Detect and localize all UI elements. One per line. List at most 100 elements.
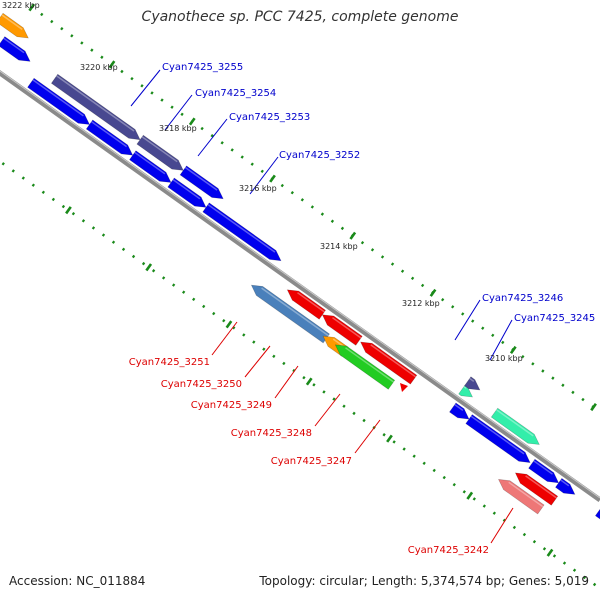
tick-dot	[330, 219, 335, 223]
cds-3242[interactable]	[497, 479, 545, 515]
cds-3246-highlight	[463, 385, 467, 389]
cds-3248[interactable]	[286, 289, 326, 320]
major-tick	[349, 231, 357, 240]
tick-dot	[582, 575, 587, 580]
tick-labels: 3222 kbp 3220 kbp 3218 kbp 3216 kbp 3214…	[2, 1, 523, 363]
tick-dot	[192, 297, 196, 301]
tick-dot	[472, 497, 476, 501]
tick-dot	[310, 205, 315, 209]
tick-dot	[262, 347, 266, 351]
tick-dot	[382, 433, 386, 437]
tick-dot	[200, 126, 204, 131]
cds-3244b[interactable]	[465, 414, 531, 463]
tick-dot	[392, 440, 396, 444]
major-tick	[269, 174, 276, 183]
tick-dot	[501, 340, 505, 345]
tick-dot	[292, 368, 296, 373]
cds-3252[interactable]	[202, 202, 282, 262]
cds-3256c[interactable]	[129, 150, 172, 183]
cds-3248b[interactable]	[321, 314, 363, 346]
tick-dot	[141, 261, 146, 266]
genome-backbone	[0, 70, 600, 503]
major-tick	[386, 434, 393, 443]
major-ticks-outer	[28, 3, 597, 412]
cds-3254[interactable]	[136, 134, 184, 171]
major-tick	[305, 377, 313, 386]
tick-dot	[21, 176, 25, 180]
tick-dot	[80, 41, 84, 45]
tick-dot	[81, 219, 86, 223]
tick-dot	[100, 55, 104, 59]
cds-3246b[interactable]	[464, 376, 481, 391]
tick-dot	[522, 532, 527, 537]
tick-dot	[131, 254, 136, 259]
gene-label-3249[interactable]: Cyan7425_3249	[191, 400, 272, 411]
tick-dot	[130, 76, 134, 81]
cds-right-blue[interactable]	[594, 507, 600, 538]
cds-3243[interactable]	[528, 458, 560, 484]
gene-label-3254[interactable]: Cyan7425_3254	[195, 88, 276, 99]
gene-label-3253[interactable]: Cyan7425_3253	[229, 112, 310, 123]
cds-3251[interactable]	[250, 284, 330, 344]
tick-dot	[280, 183, 284, 188]
tick-dot	[51, 197, 56, 202]
major-tick	[466, 491, 474, 500]
tick-dot	[70, 34, 74, 38]
tick-dot	[282, 361, 286, 366]
cds-3243b[interactable]	[555, 477, 576, 495]
cds-top-orange[interactable]	[0, 12, 29, 39]
tick-dot	[250, 162, 254, 166]
tick-dot	[342, 404, 346, 408]
tick-dot	[541, 369, 545, 373]
gene-label-3251[interactable]: Cyan7425_3251	[129, 357, 210, 368]
cds-3245[interactable]	[490, 407, 540, 445]
tick-dot	[452, 482, 456, 487]
cds-3256d[interactable]	[167, 177, 207, 208]
tick-dot	[150, 91, 154, 95]
cds-3247[interactable]	[360, 341, 418, 385]
cds-3243b-highlight	[560, 479, 570, 487]
tick-dot	[380, 255, 385, 259]
genome-title: Cyanothece sp. PCC 7425, complete genome	[141, 9, 459, 25]
gene-label-3250[interactable]: Cyan7425_3250	[161, 379, 242, 390]
cds-3242b[interactable]	[514, 472, 559, 506]
tick-dot	[422, 461, 426, 465]
cds-3249[interactable]	[334, 344, 396, 390]
tick-dot	[561, 383, 565, 387]
small-feature-marker[interactable]	[400, 383, 408, 392]
tick-dot	[461, 312, 465, 316]
gene-label-3245[interactable]: Cyan7425_3245	[514, 313, 595, 324]
cds-3256b-highlight	[91, 121, 128, 148]
tick-label-3212: 3212 kbp	[402, 299, 440, 308]
major-tick	[65, 206, 72, 215]
cds-top-blue-a-highlight	[3, 37, 25, 54]
gene-label-3247[interactable]: Cyan7425_3247	[271, 456, 352, 467]
tick-dot	[441, 297, 445, 302]
tick-dot	[492, 511, 496, 515]
cds-3256a[interactable]	[27, 77, 91, 125]
tick-dot	[300, 198, 304, 202]
tick-dot	[502, 518, 507, 523]
major-tick	[509, 345, 517, 354]
cds-3244[interactable]	[449, 402, 470, 420]
tick-dot	[491, 333, 495, 338]
cds-3248b-highlight	[332, 317, 362, 339]
gene-label-3252[interactable]: Cyan7425_3252	[279, 150, 360, 161]
cds-3253[interactable]	[179, 165, 224, 200]
tick-dot	[532, 540, 537, 544]
major-tick	[188, 117, 196, 126]
reverse-leader-lines	[211, 321, 514, 544]
cds-top-blue-a[interactable]	[0, 36, 31, 62]
tick-dot	[482, 504, 486, 508]
tick-dot	[320, 212, 325, 216]
gene-label-3246[interactable]: Cyan7425_3246	[482, 293, 563, 304]
tick-dot	[420, 283, 425, 288]
gene-label-3242[interactable]: Cyan7425_3242	[408, 545, 489, 556]
cds-3256b[interactable]	[85, 119, 134, 156]
gene-label-3248[interactable]: Cyan7425_3248	[231, 428, 312, 439]
gene-label-3255[interactable]: Cyan7425_3255	[162, 62, 243, 73]
cds-3255-highlight	[56, 75, 135, 132]
tick-dot	[111, 240, 116, 244]
cds-3255[interactable]	[50, 73, 141, 141]
